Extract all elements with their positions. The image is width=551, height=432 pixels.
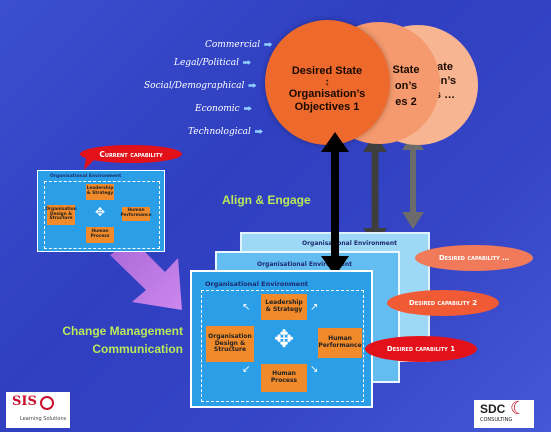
factor-technological: Technological [188,127,263,137]
current-environment: Organisational Environment Leadership & … [37,170,165,252]
sdc-mark-icon: ☾ [510,398,527,419]
desired-capability-tag-2: Desired capability 2 [387,290,499,316]
transition-arrow [110,240,182,310]
align-arrow-1 [321,132,349,276]
arrow-right-icon [243,60,251,65]
block-leadership: Leadership & Strategy [86,184,114,200]
env-title: Organisational Environment [50,174,122,179]
desired-capability-tag-3: Desired capability … [415,245,533,271]
env-dashed-border [201,290,364,402]
desired-capability-tag-1: Desired capability 1 [365,336,477,362]
block-design: Organisation Design & Structure [206,326,254,362]
cross-arrows-icon: ✥ [274,325,295,353]
arrow-right-icon [243,106,252,111]
sis-logo: SIS Learning Solutions [6,392,70,428]
factor-legal: Legal/Political [174,58,251,68]
updown-icon: ↕ [324,77,330,88]
arrow-right-icon [264,42,273,47]
circle-1-text: Desired State ↕ Organisation’s Objective… [268,65,386,114]
change-management-label: Change Management Communication [62,324,183,356]
arrow-right-icon [248,83,257,88]
block-design: Organisation Design & Structure [45,205,77,225]
diagonal-arrow-icon: ↗ [310,302,319,313]
block-leadership: Leadership & Strategy [261,294,307,320]
diagonal-arrow-icon: ↖ [242,302,251,313]
block-human-process: Human Process [261,364,307,392]
sis-mark-icon [40,396,54,410]
sdc-logo: SDC ☾ CONSULTING [474,400,534,428]
factor-commercial: Commercial [205,40,273,50]
environment-1: Organisational Environment Leadership & … [190,270,373,408]
block-human-performance: Human Performance [121,207,152,221]
align-engage-label: Align & Engage [222,193,311,207]
align-arrow-2 [363,134,387,247]
current-capability-tag: Current capability [80,145,182,163]
env-dashed-border [44,181,160,249]
cross-arrows-icon: ✥ [95,205,106,219]
factor-social: Social/Demographical [144,81,257,91]
tag-pointer [84,158,96,170]
desired-state-circle-1 [265,20,390,145]
diagonal-arrow-icon: ↙ [242,364,251,375]
block-human-process: Human Process [86,227,114,243]
diagonal-arrow-icon: ↘ [310,364,319,375]
align-arrow-3 [402,133,424,229]
factor-economic: Economic [195,104,252,114]
arrow-right-icon [254,129,263,134]
block-human-performance: Human Performance [318,328,362,358]
